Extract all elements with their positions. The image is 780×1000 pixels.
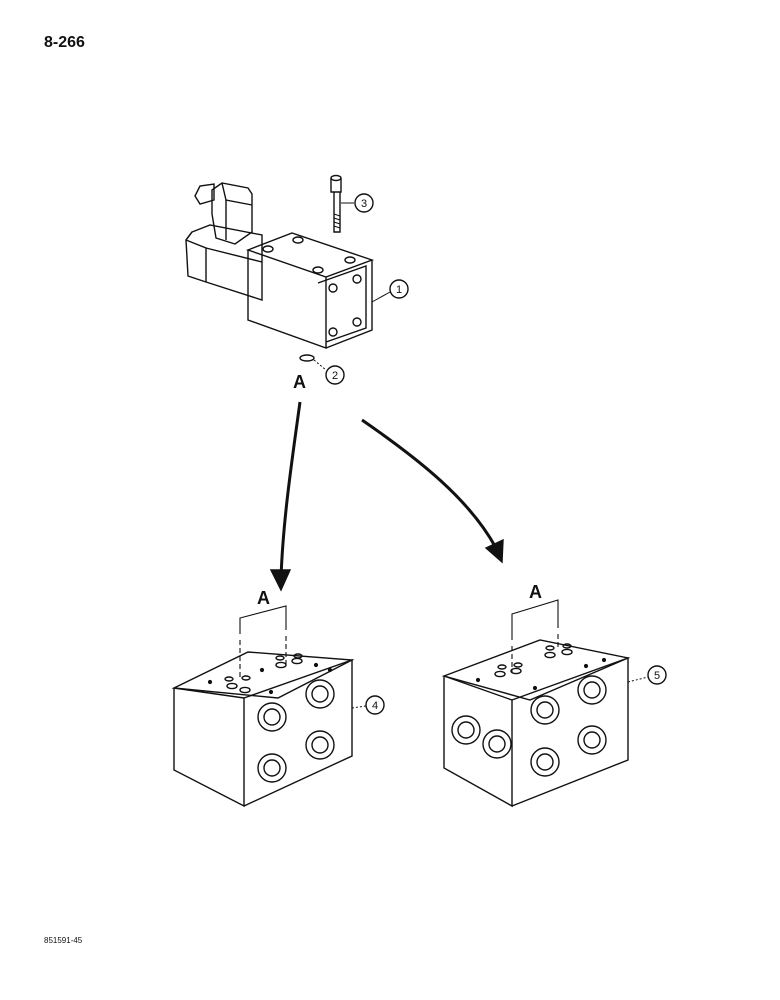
arrow-to-block-5 bbox=[361, 418, 504, 564]
figure-id: 851591-45 bbox=[44, 936, 83, 945]
manifold-block-large bbox=[441, 639, 631, 808]
manifold-block-small bbox=[171, 651, 355, 808]
callout-1: 1 bbox=[371, 279, 409, 303]
view-label-a-block-5: A bbox=[529, 582, 542, 602]
view-a-bracket-5 bbox=[511, 599, 559, 672]
arrow-to-block-4 bbox=[269, 401, 302, 592]
callout-4-number: 4 bbox=[372, 700, 378, 712]
callout-5: 5 bbox=[627, 665, 667, 685]
view-label-a-block-4: A bbox=[257, 588, 270, 608]
o-ring bbox=[299, 354, 315, 362]
callout-2: 2 bbox=[313, 359, 345, 385]
view-label-a-top: A bbox=[293, 372, 306, 392]
cap-screw bbox=[330, 174, 342, 233]
callout-4: 4 bbox=[351, 695, 385, 715]
solenoid-valve bbox=[185, 182, 375, 349]
callout-2-number: 2 bbox=[332, 370, 338, 382]
callout-5-number: 5 bbox=[654, 670, 660, 682]
callout-3-number: 3 bbox=[361, 198, 367, 210]
callout-1-number: 1 bbox=[396, 284, 402, 296]
page-number: 8-266 bbox=[44, 34, 85, 51]
view-a-bracket-4 bbox=[239, 605, 287, 680]
callout-3: 3 bbox=[341, 193, 374, 213]
